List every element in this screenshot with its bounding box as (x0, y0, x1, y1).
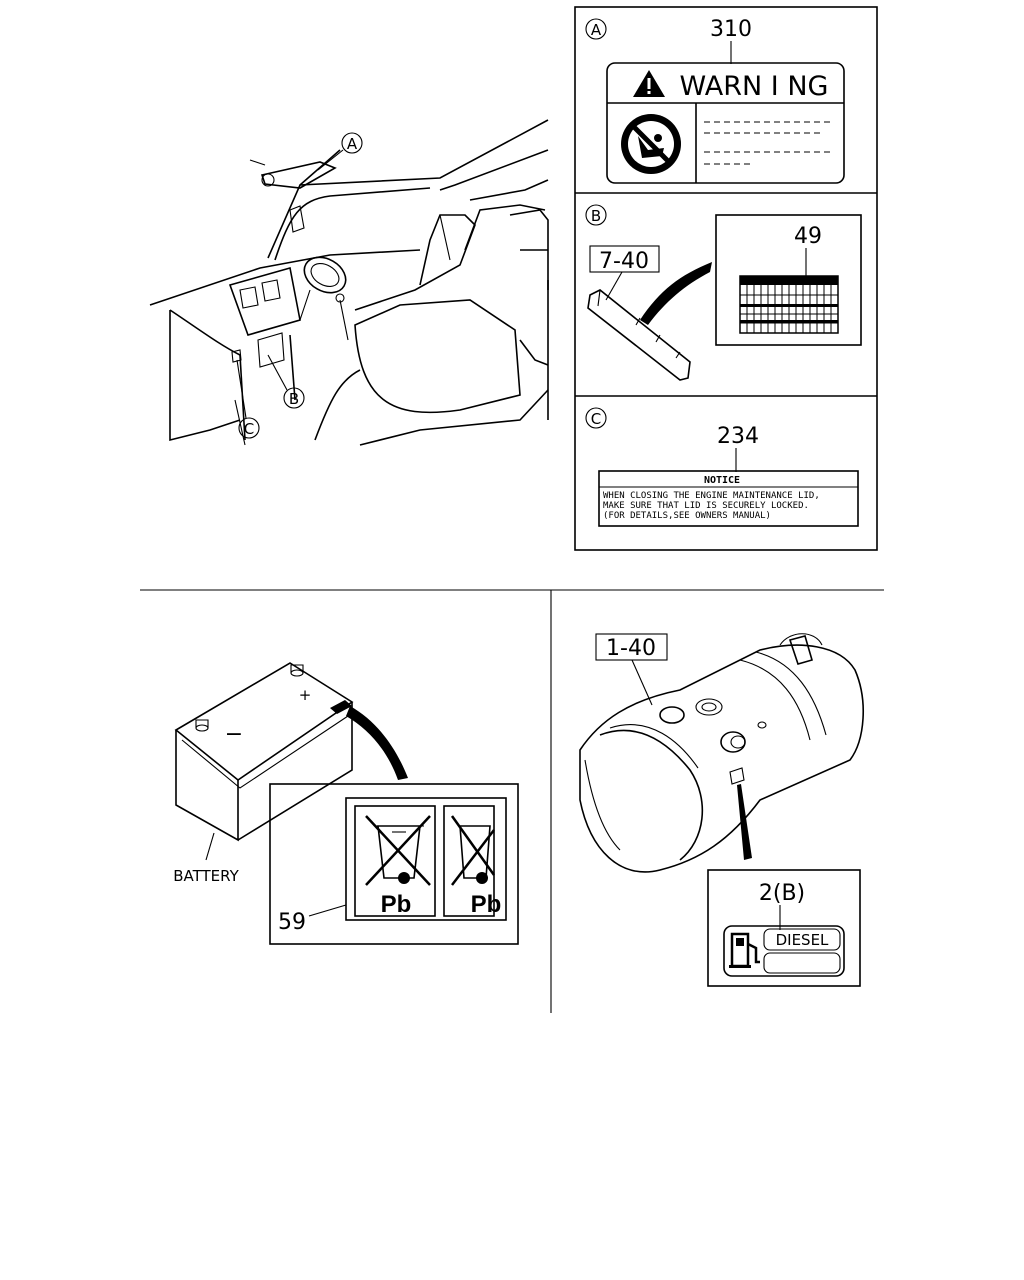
panel-a-letter-circle (585, 18, 607, 40)
pb-text-1: Pb (381, 891, 412, 918)
callout-c-text: C (244, 420, 254, 438)
warning-text-lines (704, 121, 834, 165)
callout-circle-b (283, 387, 305, 409)
callout-a-text: A (347, 135, 358, 153)
leader-line-b (267, 354, 288, 391)
notice-line-3: (FOR DETAILS,SEE OWNERS MANUAL) (603, 511, 771, 521)
notice-line-2: MAKE SURE THAT LID IS SECURELY LOCKED. (603, 501, 809, 511)
fuel-tank-illustration (579, 633, 864, 873)
part-number-310: 310 (710, 17, 752, 42)
part-number-234: 234 (717, 424, 759, 449)
spec-table-label (739, 275, 839, 334)
panel-c-letter: C (591, 410, 601, 428)
trim-panel-drawing (587, 289, 691, 381)
detail-arrow (640, 262, 712, 325)
panel-b: B 7-40 49 (585, 204, 862, 381)
warning-heading: WARN I NG (680, 71, 829, 102)
pb-text-2: Pb (471, 891, 502, 918)
leader-line-a (317, 149, 344, 171)
fuel-pump-icon (729, 932, 760, 968)
notice-line-1: WHEN CLOSING THE ENGINE MAINTENANCE LID, (603, 491, 820, 501)
panel-a-letter: A (591, 21, 602, 39)
crossed-bin-icon-partial (450, 815, 496, 886)
cab-interior-illustration (149, 119, 549, 446)
panel-c-letter-circle (585, 407, 607, 429)
label-59-box (269, 783, 519, 945)
ref-box-7-40 (589, 245, 660, 273)
label-2b-box (707, 869, 861, 987)
warning-triangle-icon (633, 70, 665, 97)
part-number-59: 59 (278, 910, 306, 935)
battery-detail-arrow (346, 706, 408, 780)
battery-label: BATTERY (173, 867, 239, 885)
crossed-bin-icon (365, 815, 431, 886)
recycling-label: Pb Pb (345, 797, 507, 921)
minus-terminal-sign: − (225, 722, 243, 747)
callout-circle-c (238, 417, 260, 439)
label-49-box (715, 214, 862, 346)
detail-panels-frame (574, 6, 878, 551)
fuel-detail-arrow (737, 784, 752, 860)
diesel-label (723, 925, 845, 977)
callout-b-text: B (289, 390, 299, 408)
ref-box-1-40 (595, 633, 668, 661)
part-number-2b: 2(B) (759, 881, 805, 906)
leader-line-c (236, 359, 247, 419)
callout-circle-a (341, 132, 363, 154)
notice-heading: NOTICE (704, 475, 740, 486)
battery-illustration (174, 662, 354, 861)
no-child-seat-airbag-icon (621, 114, 681, 174)
panel-c: C 234 NOTICE WHEN CLOSING THE ENGINE MAI… (585, 407, 859, 527)
warning-label (606, 62, 845, 184)
part-number-49: 49 (794, 224, 822, 249)
plus-terminal-sign: + (299, 686, 312, 704)
panel-a: A 310 WARN I NG (585, 17, 845, 184)
ref-code-1-40: 1-40 (606, 636, 656, 661)
notice-label (598, 470, 859, 527)
ref-code-7-40: 7-40 (599, 249, 649, 274)
panel-b-letter: B (591, 207, 601, 225)
diesel-text: DIESEL (776, 931, 829, 949)
panel-b-letter-circle (585, 204, 607, 226)
